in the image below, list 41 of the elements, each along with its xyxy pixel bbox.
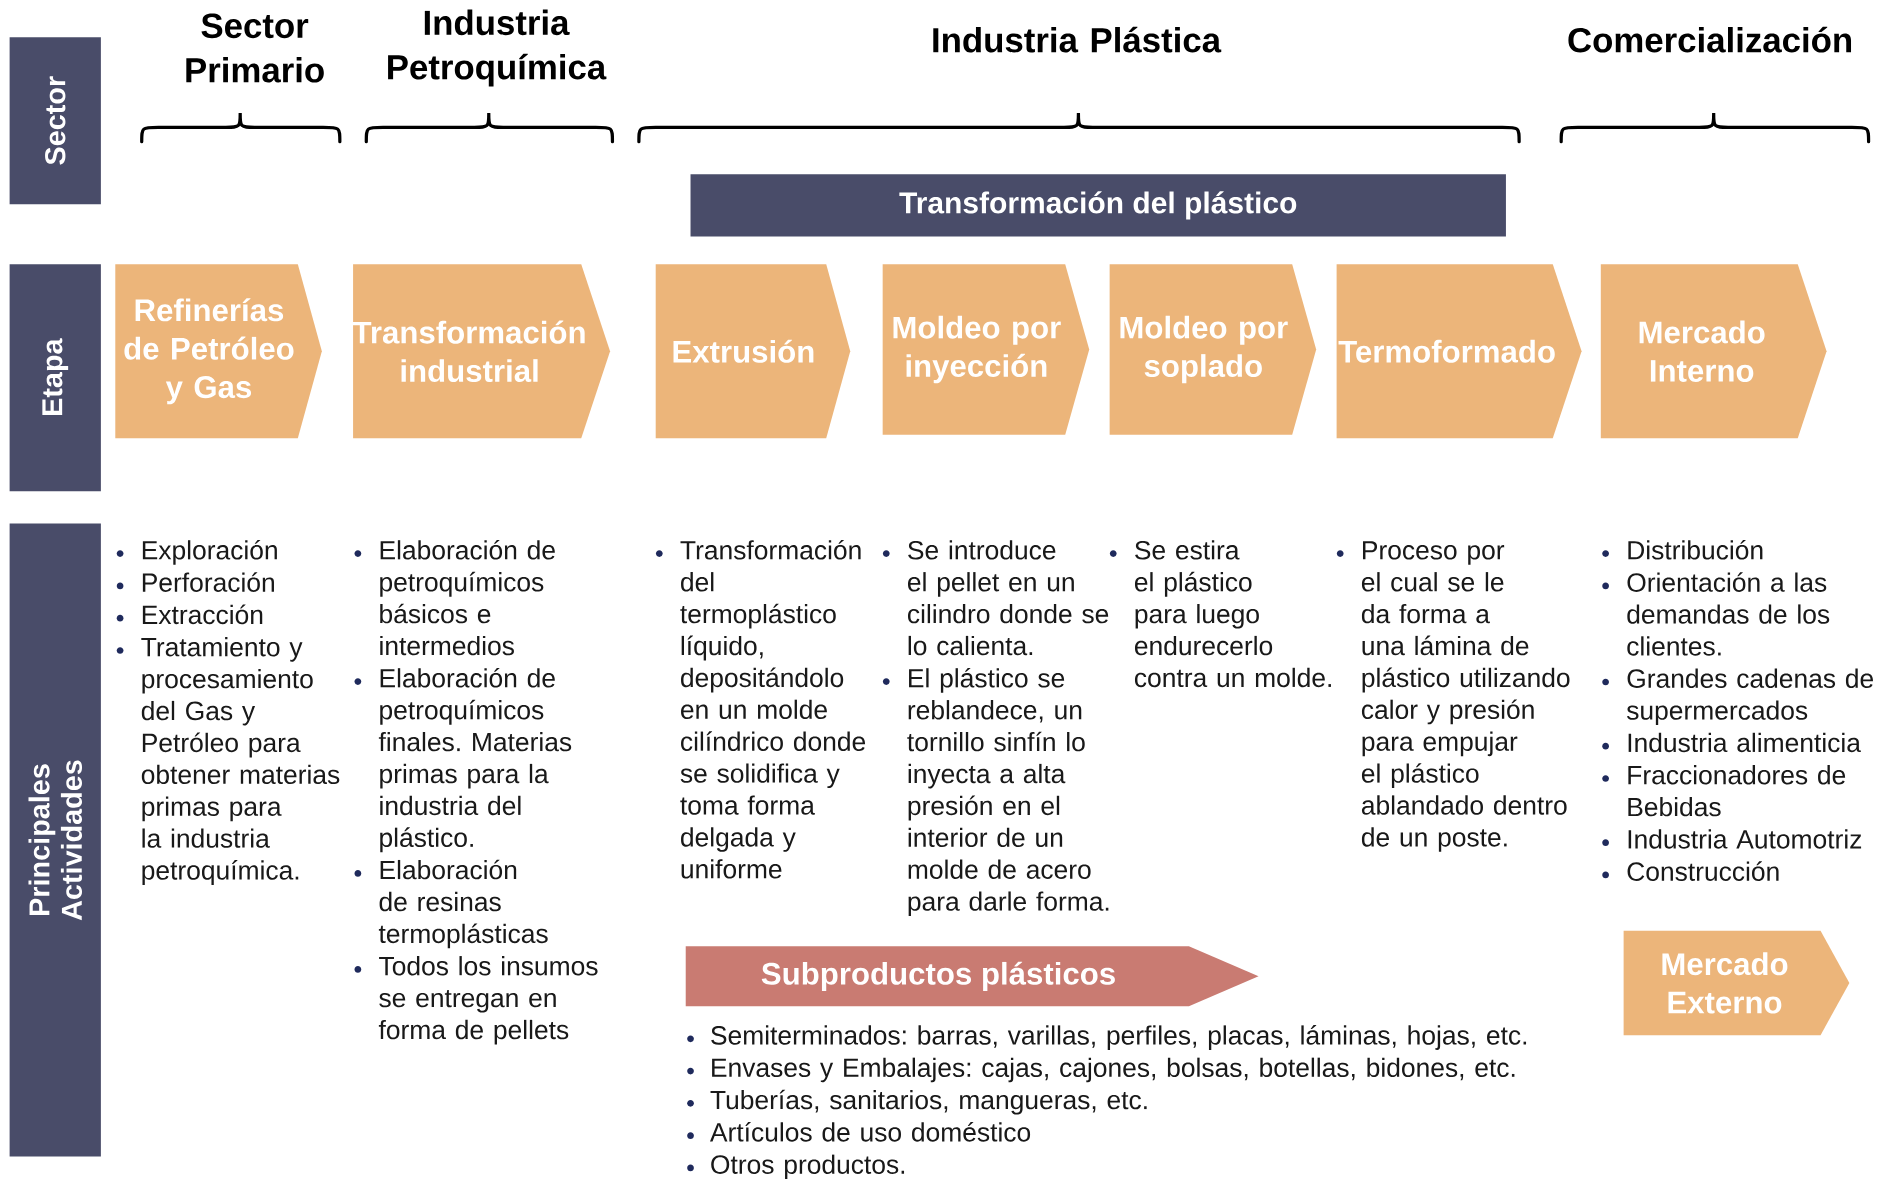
process-step: Termoformado: [1336, 264, 1582, 439]
list-item: Se introduce el pellet en un cilindro donde se lo calienta.: [908, 540, 1109, 656]
process-step: Moldeo por soplado: [1109, 264, 1317, 435]
process-step: Refinerías de Petróleo y Gas: [115, 264, 322, 439]
sector-heading: Industria Petroquímica: [388, 9, 607, 87]
sector-heading: Sector Primario: [186, 13, 324, 83]
process-step: Transformación industrial: [352, 264, 611, 439]
list-item: Elaboración de petroquímicos finales. Materias primas para la industria del plástico.: [378, 667, 572, 853]
list-item: Orientación a las demandas de los clientes.: [1627, 572, 1830, 656]
process-step: Moldeo por inyección: [882, 264, 1090, 435]
list-item: Proceso por el cual se le da forma a una lámina de plástico utilizando calor y presión para empujar el plástico ablandado dentro de un poste.: [1361, 541, 1570, 852]
list-item: Exploración: [142, 539, 277, 565]
list-item: Industria Automotriz: [1628, 829, 1862, 849]
list-item: El plástico se reblandece, un tornillo sinfín lo inyecta a alta presión en el interior de un molde de acero para darle forma.: [907, 667, 1109, 916]
process-step: Mercado Interno: [1600, 264, 1827, 439]
list-item: Perforación: [142, 572, 274, 592]
row-label-band: Principales Actividades: [9, 523, 101, 1157]
list-item: Artículos de uso doméstico: [710, 1121, 1031, 1142]
list-item: Transformación del termoplástico líquido, depositándolo en un molde cilíndrico donde se solidifica y toma forma delgada y uniforme: [680, 539, 866, 879]
list-item: Elaboración de petroquímicos básicos e intermedios: [380, 539, 555, 656]
subproducts-banner: Subproductos plásticos: [685, 946, 1259, 1007]
sector-heading: Industria Plástica: [933, 26, 1222, 53]
process-step: Extrusión: [655, 264, 851, 439]
list-item: Envases y Embalajes: cajas, cajones, bolsas, botellas, bidones, etc.: [712, 1057, 1515, 1083]
list-item: Se estira el plástico para luego endurecerlo contra un molde.: [1134, 540, 1331, 688]
process-step: Mercado Externo: [1623, 930, 1850, 1036]
stage-banner: Transformación del plástico: [690, 174, 1506, 237]
sector-heading: Comercialización: [1568, 26, 1851, 53]
list-item: Todos los insumos se entregan en forma de pellets: [378, 955, 598, 1045]
list-item: Elaboración de resinas termoplásticas: [378, 859, 548, 949]
list-item: Grandes cadenas de supermercados: [1626, 668, 1873, 725]
list-item: Otros productos.: [711, 1154, 905, 1179]
list-item: Extracción: [142, 604, 263, 625]
list-item: Fraccionadores de Bebidas: [1628, 764, 1846, 817]
list-item: Tuberías, sanitarios, mangueras, etc.: [710, 1089, 1147, 1115]
list-item: Distribución: [1628, 539, 1763, 560]
list-item: Industria alimenticia: [1628, 732, 1861, 753]
row-label-band: Etapa: [9, 264, 101, 492]
list-item: Tratamiento y procesamiento del Gas y Petróleo para obtener materias primas para la industria petroquímica.: [141, 636, 340, 885]
list-item: Construcción: [1627, 861, 1779, 881]
row-label-band: Sector: [9, 37, 101, 205]
